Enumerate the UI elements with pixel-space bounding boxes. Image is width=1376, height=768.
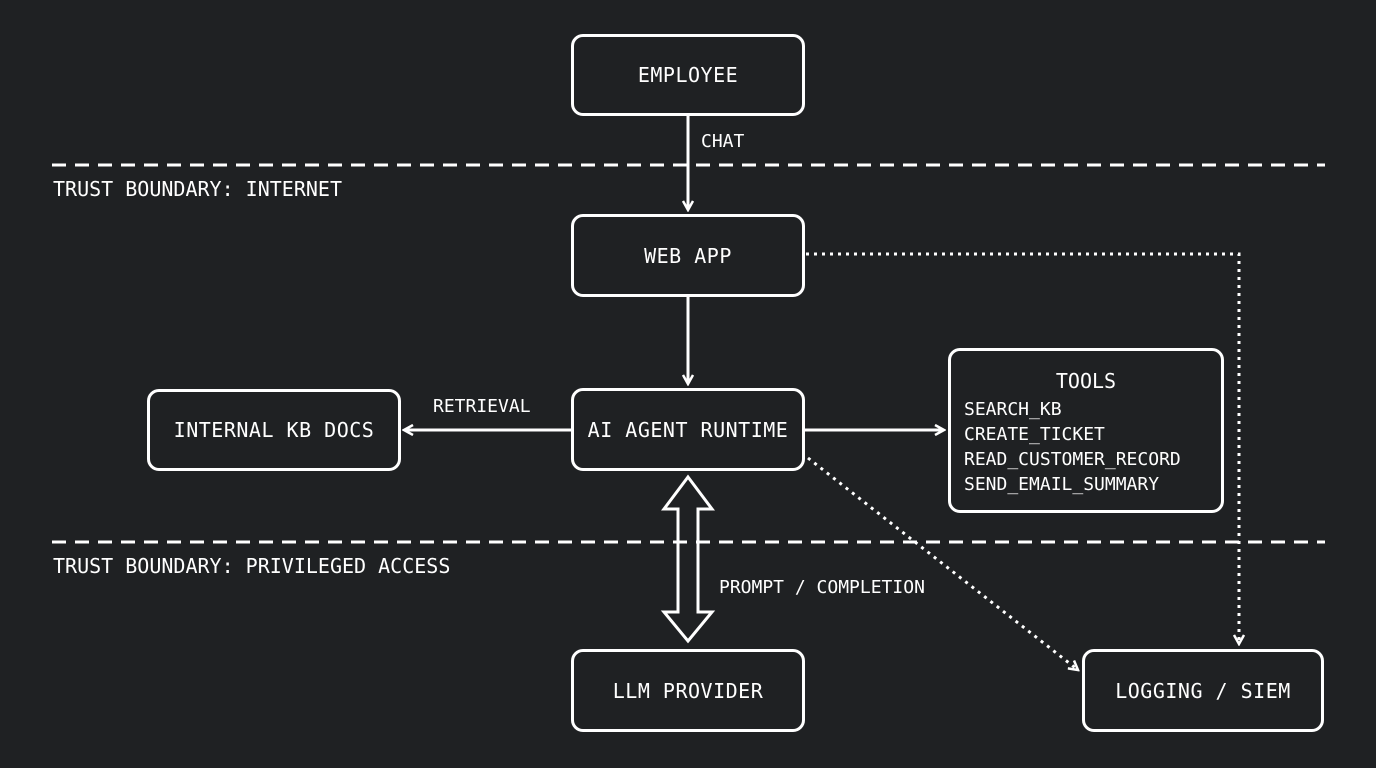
- tool-item-read-customer-record: READ_CUSTOMER_RECORD: [964, 449, 1181, 470]
- edge-label-retrieval: RETRIEVAL: [433, 396, 531, 417]
- logging-siem-node: LOGGING / SIEM: [1082, 649, 1324, 732]
- edge-label-prompt-completion: PROMPT / COMPLETION: [719, 577, 925, 598]
- edge-runtime-to-logging: [807, 456, 1078, 670]
- edge-runtime-llm-double-arrow: [660, 474, 716, 644]
- kb-docs-node: INTERNAL KB DOCS: [147, 389, 401, 471]
- llm-provider-label: LLM PROVIDER: [612, 678, 764, 703]
- tools-node: TOOLS SEARCH_KB CREATE_TICKET READ_CUSTO…: [948, 348, 1224, 513]
- tool-item-search-kb: SEARCH_KB: [964, 399, 1062, 420]
- tools-title: TOOLS: [1055, 369, 1117, 393]
- web-app-label: WEB APP: [644, 243, 732, 268]
- logging-siem-label: LOGGING / SIEM: [1115, 678, 1291, 703]
- web-app-node: WEB APP: [571, 214, 805, 297]
- tool-item-create-ticket: CREATE_TICKET: [964, 424, 1105, 445]
- kb-docs-label: INTERNAL KB DOCS: [173, 418, 375, 442]
- employee-node: EMPLOYEE: [571, 34, 805, 116]
- employee-label: EMPLOYEE: [637, 63, 739, 87]
- boundary-label-internet: TRUST BOUNDARY: INTERNET: [53, 177, 342, 201]
- boundary-label-privileged: TRUST BOUNDARY: PRIVILEGED ACCESS: [53, 554, 451, 578]
- agent-runtime-label: AI AGENT RUNTIME: [587, 417, 789, 442]
- llm-provider-node: LLM PROVIDER: [571, 649, 805, 732]
- tool-item-send-email-summary: SEND_EMAIL_SUMMARY: [964, 474, 1160, 495]
- agent-runtime-node: AI AGENT RUNTIME: [571, 388, 805, 471]
- edge-webapp-to-logging: [806, 252, 1239, 644]
- edge-label-chat: CHAT: [701, 131, 745, 152]
